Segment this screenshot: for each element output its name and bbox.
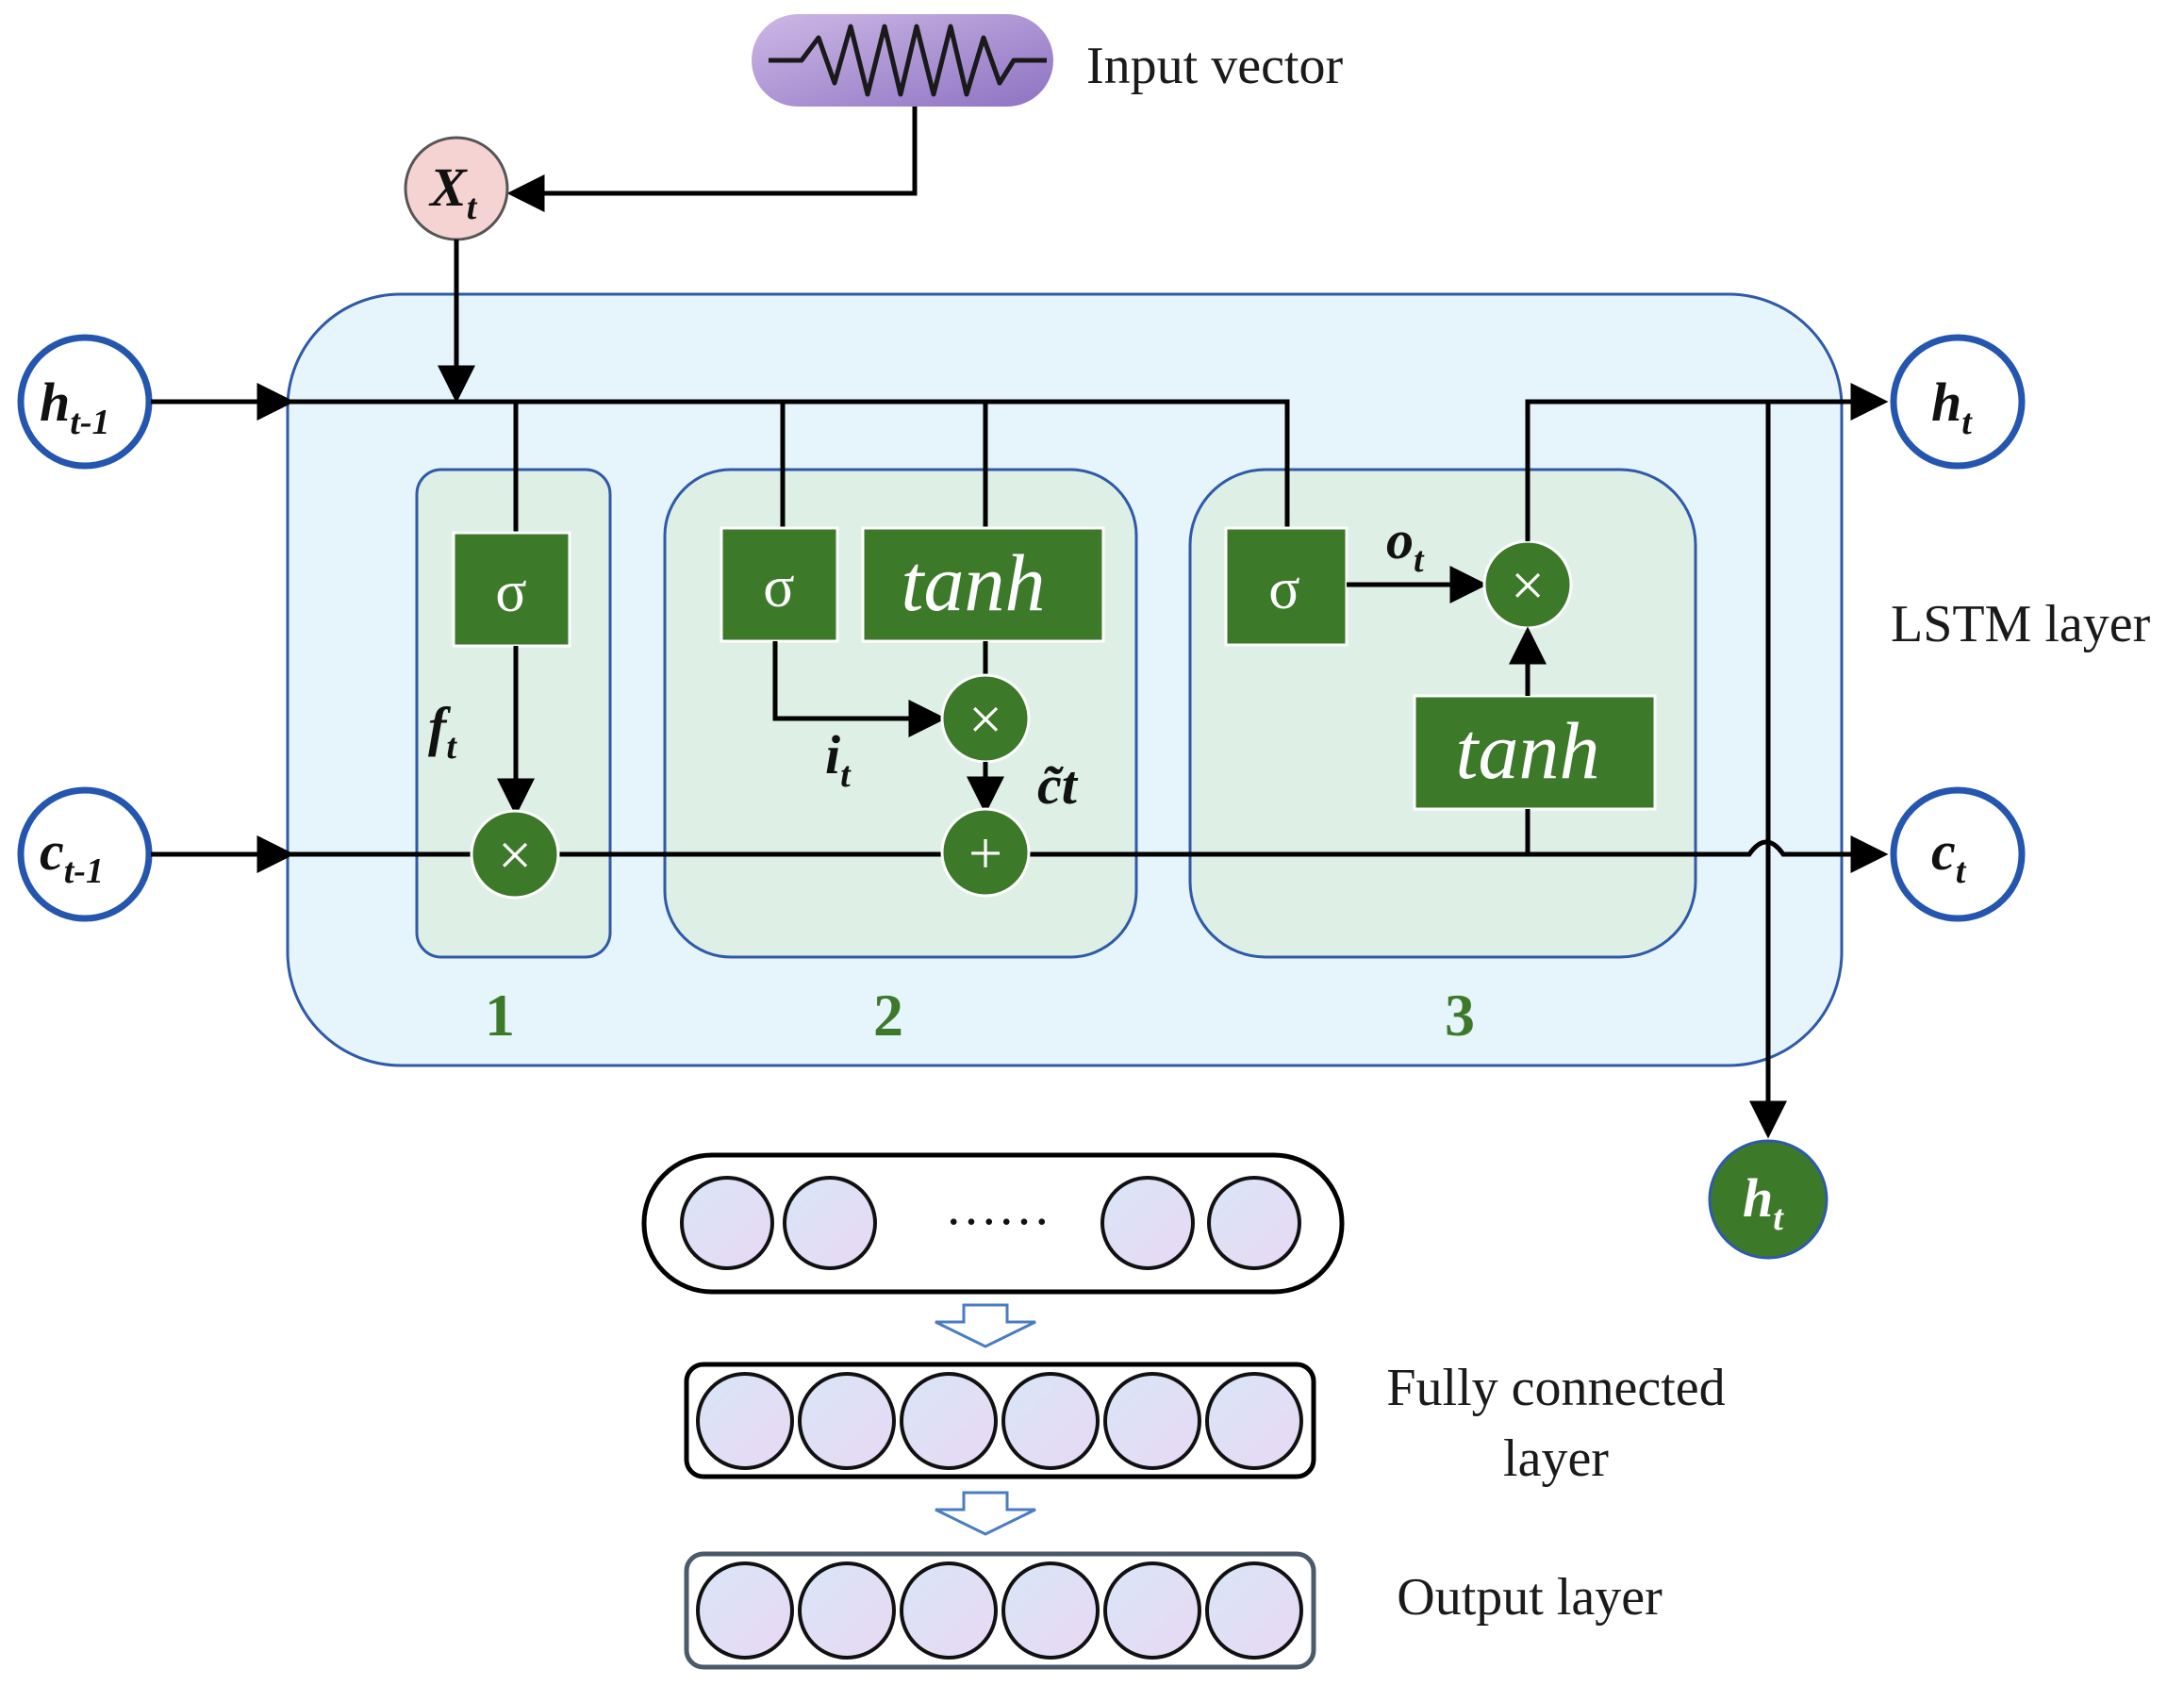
fc-neuron [696,1372,794,1470]
svg-text:ct: ct [1931,820,1967,891]
h-down-node [1708,1139,1828,1260]
input-tanh-label: tanh [902,537,1046,628]
input-vector-icon [752,14,1053,107]
h-out-sub: t [1961,403,1973,442]
svg-text:ht-1: ht-1 [40,372,109,442]
section-2-number: 2 [873,982,903,1049]
lstm-neuron-dots: …… [945,1178,1051,1236]
input-sigma-gate [720,526,839,643]
forget-multiply-symbol: × [498,821,532,888]
section-3-number: 3 [1445,982,1475,1049]
lstm-neuron [1100,1176,1195,1270]
c-out-base: c [1931,820,1956,882]
o-t-sub: t [1414,540,1425,580]
output-neuron [1001,1561,1100,1660]
output-tanh-gate [1413,694,1657,811]
c-out-node [1890,786,2026,922]
svg-text:it: it [825,724,852,795]
forget-multiply-op [470,809,560,900]
section-1-number: 1 [485,982,515,1049]
output-sigma-label: σ [1268,557,1299,621]
x-t-sub: t [467,188,478,227]
svg-text:ht: ht [1931,372,1973,442]
output-neuron [1205,1561,1303,1660]
down-arrow-2 [935,1491,1036,1536]
fc-neuron [1103,1372,1201,1470]
x-t-base: X [428,157,468,218]
h-down-sub: t [1773,1198,1784,1238]
svg-text:ht: ht [1743,1167,1784,1238]
h-prev-base: h [40,372,70,433]
c-tilde-label: c̃t [1037,754,1079,816]
o-t-base: o [1386,509,1414,570]
svg-text:ct-1: ct-1 [40,820,104,891]
down-arrow-1 [935,1303,1036,1348]
svg-text:ot: ot [1386,509,1425,580]
h-prev-sub: t-1 [70,403,109,442]
c-out-sub: t [1956,851,1967,891]
f-t-sub: t [446,727,457,767]
fc-layer-label-line2: layer [1503,1429,1609,1488]
fc-neuron [900,1372,998,1470]
lstm-layer-label: LSTM layer [1891,595,2151,653]
output-layer-label: Output layer [1397,1568,1663,1627]
input-multiply-symbol: × [968,686,1002,752]
c-prev-base: c [40,820,64,882]
input-vector-label: Input vector [1086,37,1343,95]
i-t-sub: t [840,755,852,795]
lstm-neuron [783,1176,877,1270]
output-multiply-symbol: × [1511,552,1545,619]
output-tanh-label: tanh [1456,705,1600,796]
output-neuron [900,1561,998,1660]
fc-neuron [1205,1372,1303,1470]
svg-text:Xt: Xt [428,157,478,227]
h-out-base: h [1931,372,1961,433]
lstm-neuron [1207,1176,1301,1270]
h-out-node [1890,334,2026,470]
lstm-neuron [680,1176,774,1270]
fc-layer-label-line1: Fully connected [1386,1359,1725,1417]
h-prev-node [17,334,153,470]
output-neuron [798,1561,896,1660]
input-tanh-gate [861,526,1105,643]
fc-neuron [798,1372,896,1470]
input-sigma-label: σ [763,555,794,619]
output-neuron [1103,1561,1201,1660]
output-neuron [696,1561,794,1660]
i-t-base: i [825,724,840,785]
h-down-base: h [1743,1167,1773,1229]
output-sigma-gate [1224,526,1348,647]
forget-sigma-label: σ [495,560,526,624]
c-prev-node [17,786,153,922]
forget-sigma-gate [452,531,571,648]
fc-neuron [1001,1372,1100,1470]
cell-add-op [940,807,1031,898]
cell-add-symbol: + [968,819,1002,886]
c-prev-sub: t-1 [64,851,104,891]
